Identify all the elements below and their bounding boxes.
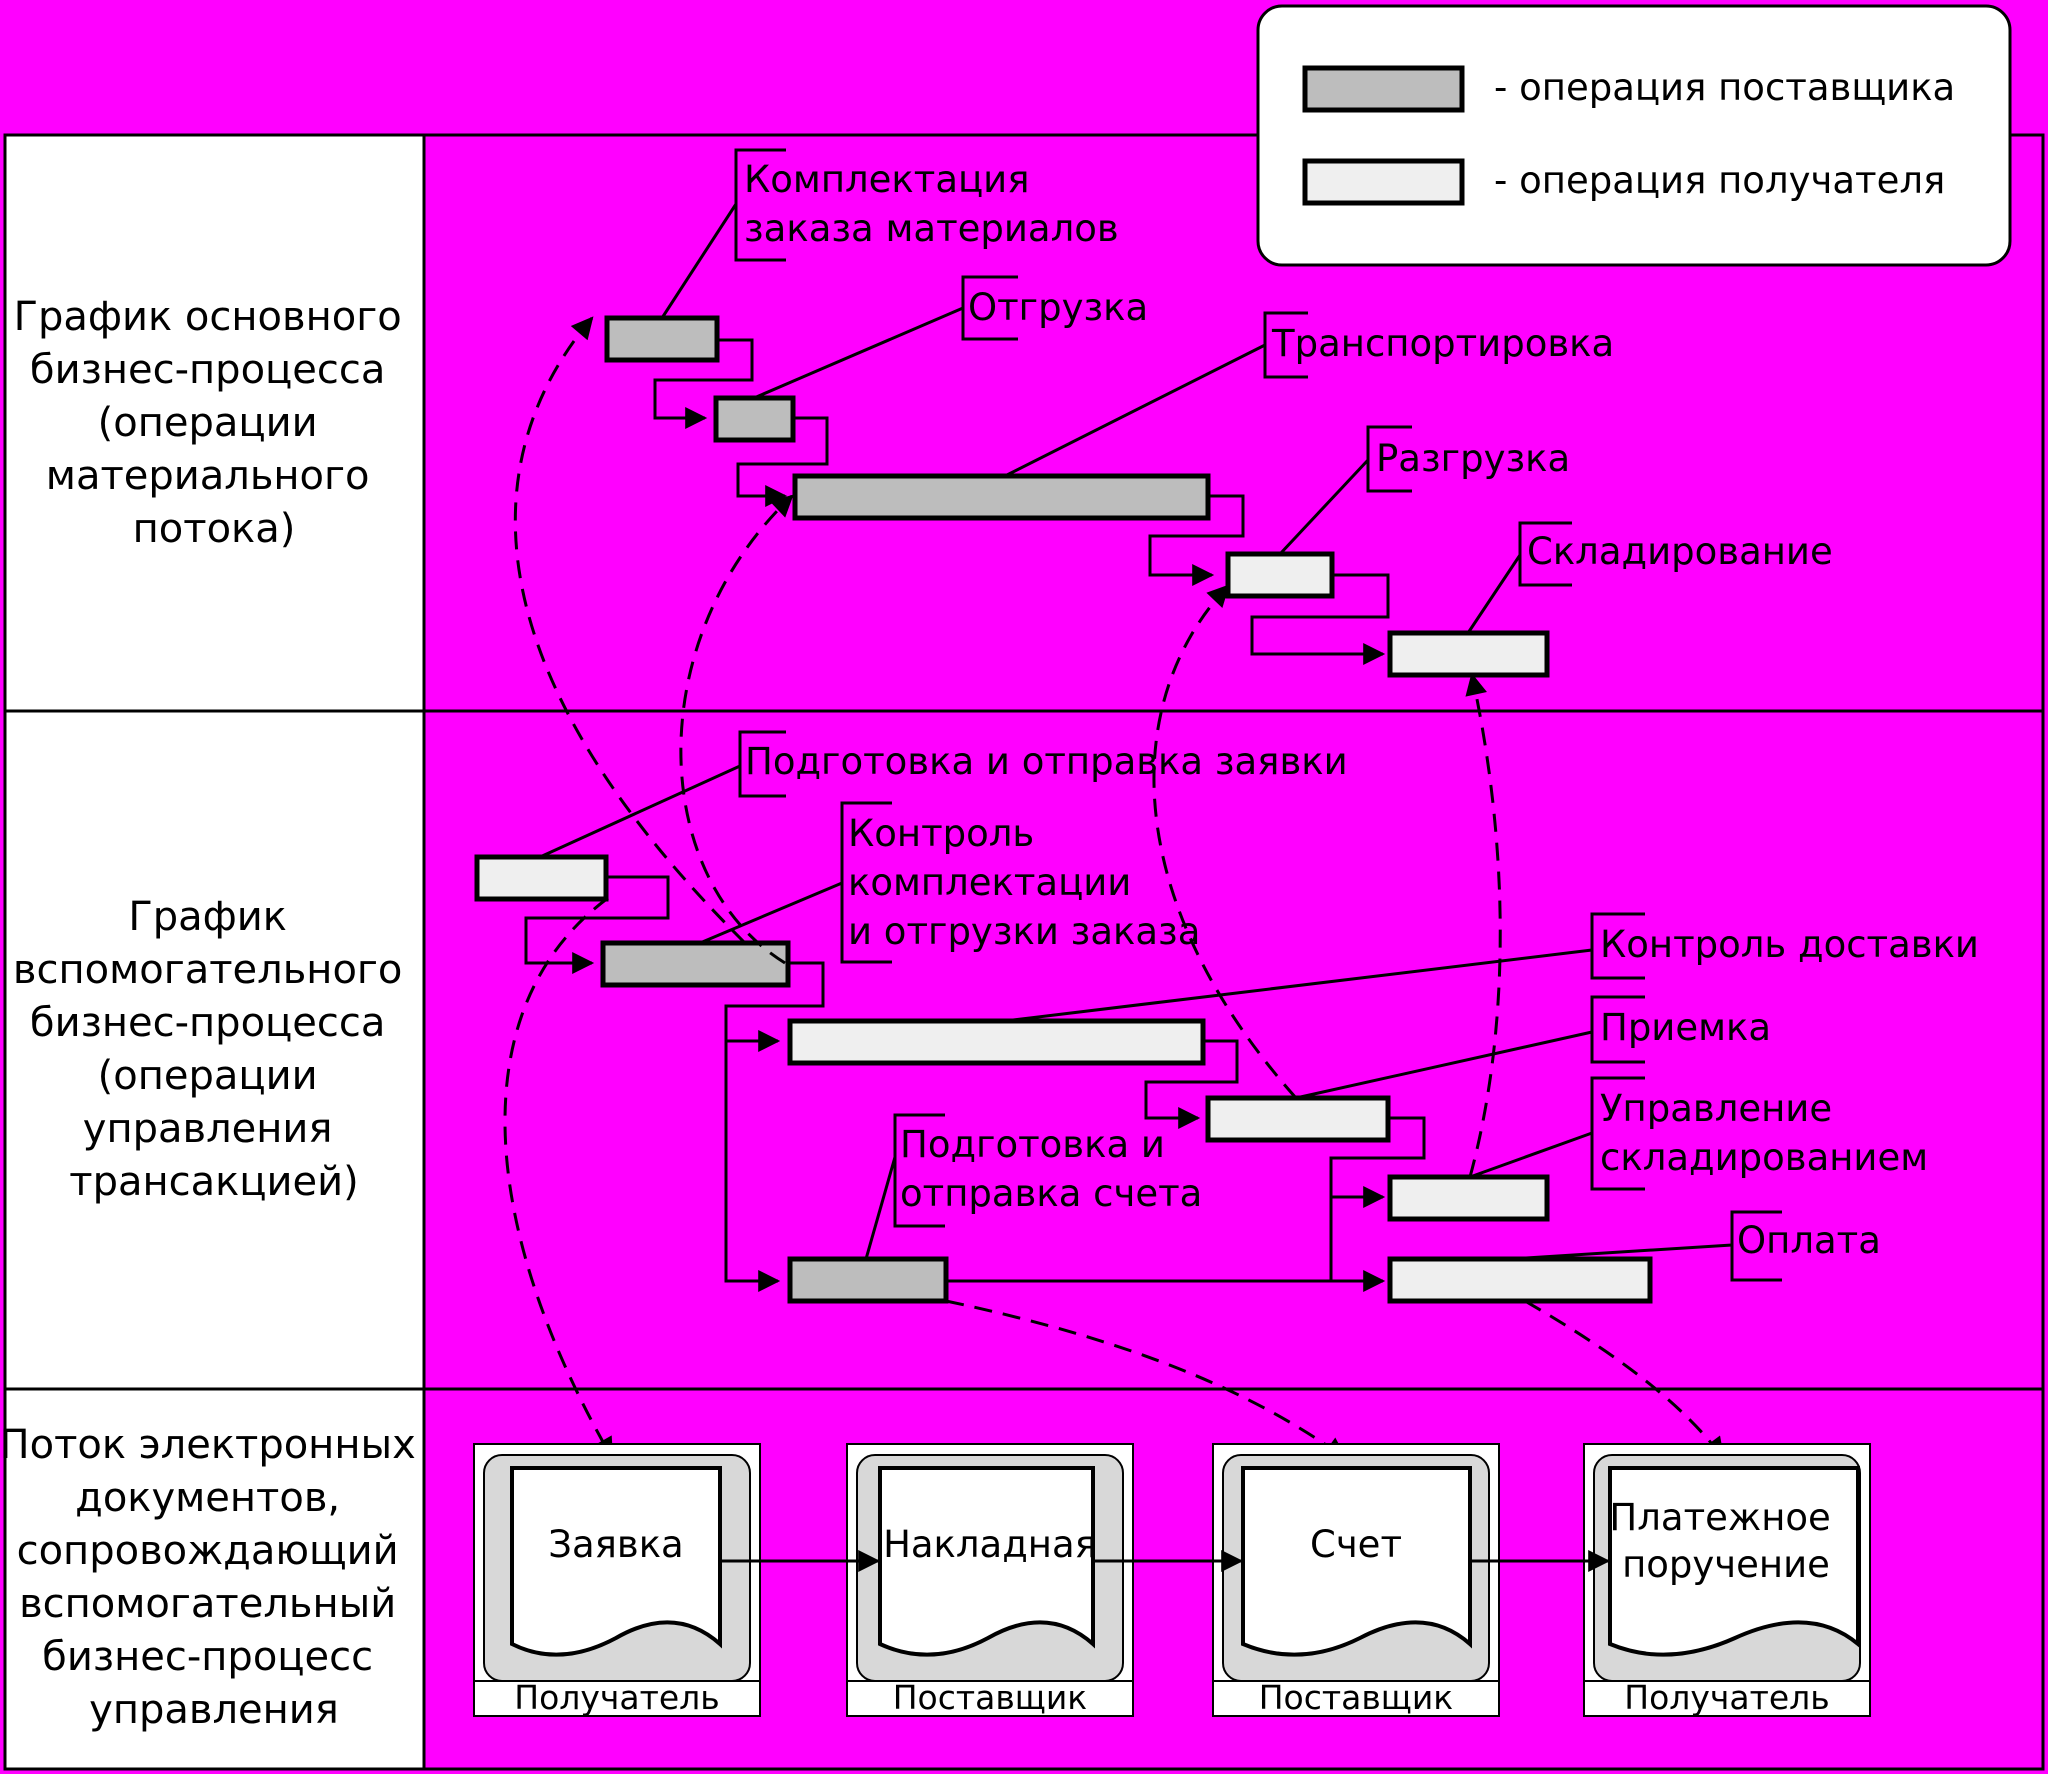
bar-request [474,854,609,902]
document-3: Платежное поручение Получатель [1583,1443,1871,1717]
document-title: Платежное поручение [1609,1496,1842,1586]
lane-label-aux: График вспомогательного бизнес-процесса … [13,894,415,1205]
label-unloading: Разгрузка [1376,437,1570,480]
bar-invoice [787,1256,949,1304]
bar-storage [1387,630,1550,678]
document-party: Получатель [514,1678,719,1717]
legend-supplier-swatch [1302,65,1465,113]
document-icon [1241,1466,1472,1657]
legend-supplier-label: - операция поставщика [1494,66,1955,109]
document-0: Заявка Получатель [473,1443,761,1717]
document-icon [510,1466,722,1657]
document-party: Поставщик [1259,1678,1454,1717]
label-storage-mgmt: Управление складированием [1600,1087,1928,1179]
document-2: Счет Поставщик [1212,1443,1500,1717]
document-title: Заявка [548,1523,683,1566]
bar-delivery-control [787,1018,1206,1066]
label-storage: Складирование [1527,530,1833,573]
document-title: Накладная [883,1523,1097,1566]
callout-leaders [539,148,1782,1282]
bar-payment [1387,1256,1653,1304]
document-icon [1608,1466,1860,1657]
label-payment: Оплата [1737,1219,1881,1262]
label-request: Подготовка и отправка заявки [745,740,1348,783]
label-picking: Комплектация заказа материалов [744,158,1119,250]
document-icon [878,1466,1095,1657]
task-connectors [524,338,1426,1292]
label-invoice: Подготовка и отправка счета [900,1123,1202,1215]
document-title: Счет [1310,1523,1402,1566]
legend-receiver-swatch [1302,158,1465,206]
bar-shipping [713,395,796,443]
lane-label-main: График основного бизнес-процесса (операц… [14,294,415,552]
bar-transport [792,473,1211,521]
label-transport: Транспортировка [1271,322,1614,365]
legend-receiver-label: - операция получателя [1494,159,1945,202]
bar-storage-mgmt [1387,1174,1550,1222]
bar-picking [604,315,720,363]
label-pick-control: Контроль комплектации и отгрузки заказа [848,812,1200,953]
task-bars [474,315,1653,1304]
bar-pick-control [600,940,791,988]
bar-acceptance [1205,1095,1391,1143]
legend: - операция поставщика - операция получат… [1256,4,2012,267]
bar-unloading [1225,551,1335,599]
label-shipping: Отгрузка [968,286,1148,329]
lane-label-docs: Поток электронных документов, сопровожда… [0,1422,428,1733]
document-1: Накладная Поставщик [846,1443,1134,1717]
document-party: Получатель [1624,1678,1829,1717]
label-acceptance: Приемка [1600,1006,1771,1049]
document-party: Поставщик [893,1678,1088,1717]
document-flow-arrows [503,316,1725,1460]
label-delivery-control: Контроль доставки [1600,923,1979,966]
